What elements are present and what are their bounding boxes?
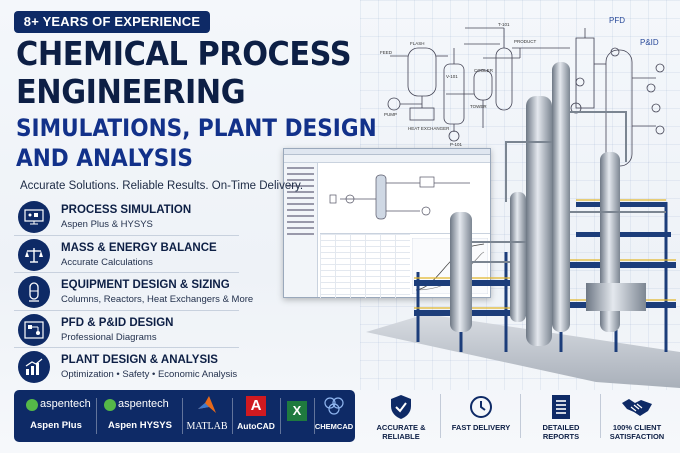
divider [440, 394, 441, 438]
p101-label: P-101 [450, 142, 463, 147]
pid-label: P&ID [640, 38, 659, 47]
heat-exchanger-label: HEAT EXCHANGER [408, 126, 450, 131]
monitor-flowsheet-icon [18, 201, 50, 233]
aspentech-logo-icon [26, 399, 38, 411]
subheadline-line-1: SIMULATIONS, PLANT DESIGN [16, 114, 377, 142]
experience-badge: 8+ YEARS OF EXPERIENCE [14, 11, 210, 33]
feature-label: ACCURATE &RELIABLE [362, 423, 440, 441]
tool-excel: X [282, 390, 312, 442]
aspentech-logo-icon [104, 399, 116, 411]
feature-label: FAST DELIVERY [442, 423, 520, 432]
headline-line-1: CHEMICAL PROCESS [16, 34, 352, 73]
chemcad-icon [324, 397, 344, 415]
divider [280, 398, 281, 434]
divider [520, 394, 521, 438]
tool-aspen-hysys: aspentech Aspen HYSYS [100, 390, 180, 442]
feature-line-2: SATISFACTION [609, 432, 665, 441]
tagline: Accurate Solutions. Reliable Results. On… [20, 180, 304, 192]
feature-line-1: ACCURATE & [376, 423, 426, 432]
tool-logo-text: aspentech [118, 398, 169, 410]
feature-line-2: REPORTS [542, 432, 580, 441]
v101-label: V-101 [446, 74, 458, 79]
tool-label: AutoCAD [237, 421, 275, 431]
flash-label: FLASH [410, 41, 425, 46]
handshake-icon [622, 399, 652, 416]
excel-icon: X [287, 401, 307, 421]
tool-logo-text: aspentech [40, 398, 91, 410]
tool-label: CHEMCAD [314, 422, 354, 431]
tool-logo-text: MATLAB [186, 421, 228, 432]
service-title: EQUIPMENT DESIGN & SIZING [61, 279, 230, 291]
service-item: PROCESS SIMULATION Aspen Plus & HYSYS [14, 198, 239, 236]
report-icon [552, 395, 570, 419]
bar-chart-icon [18, 351, 50, 383]
service-title: PFD & P&ID DESIGN [61, 316, 174, 329]
tool-label: Aspen Plus [30, 420, 82, 431]
tool-autocad: A AutoCAD [234, 390, 278, 442]
service-subtitle: Aspen Plus & HYSYS [61, 219, 153, 230]
tower-label: TOWER [470, 104, 487, 109]
services-list: PROCESS SIMULATION Aspen Plus & HYSYS MA… [14, 198, 253, 386]
shield-check-icon [391, 395, 411, 419]
feature-item: ACCURATE &RELIABLE [362, 390, 440, 442]
feature-badges: ACCURATE &RELIABLE FAST DELIVERY DETAILE… [362, 390, 674, 442]
service-title: MASS & ENERGY BALANCE [61, 241, 217, 254]
headline-line-2: ENGINEERING [16, 72, 246, 111]
service-item: PFD & P&ID DESIGN Professional Diagrams [14, 311, 239, 348]
software-toolbar: aspentech Aspen Plus aspentech Aspen HYS… [14, 390, 355, 442]
chemical-plant-illustration [366, 62, 680, 388]
subheadline-line-2: AND ANALYSIS [16, 144, 193, 172]
divider [314, 398, 315, 434]
feature-line-2: RELIABLE [382, 432, 420, 441]
pfd-label: PFD [609, 16, 625, 25]
cooler-label: COOLER [474, 68, 494, 73]
divider [232, 398, 233, 434]
balance-scale-icon [18, 238, 50, 271]
feed-label: FEED [380, 50, 393, 55]
service-subtitle: Accurate Calculations [61, 256, 153, 268]
tool-aspen-plus: aspentech Aspen Plus [20, 390, 92, 442]
pump-label: PUMP [384, 112, 397, 117]
service-title: PLANT DESIGN & ANALYSIS [61, 354, 218, 366]
service-item: EQUIPMENT DESIGN & SIZING Columns, React… [14, 273, 253, 311]
tool-label: Aspen HYSYS [108, 420, 172, 431]
matlab-icon [198, 396, 216, 413]
feature-line-1: DETAILED [542, 423, 580, 432]
service-subtitle: Columns, Reactors, Heat Exchangers & Mor… [61, 294, 254, 305]
pfd-diagram: FEED FLASH PRODUCT PUMP HEAT EXCHANGER T… [380, 22, 665, 167]
diagram-icon [18, 313, 50, 346]
feature-line-1: FAST DELIVERY [451, 423, 511, 432]
divider [182, 398, 183, 434]
feature-line-1: 100% CLIENT [612, 423, 662, 432]
vessel-icon [18, 276, 50, 308]
service-title: PROCESS SIMULATION [61, 204, 192, 216]
service-item: MASS & ENERGY BALANCE Accurate Calculati… [14, 236, 239, 273]
divider [96, 398, 97, 434]
tool-chemcad: CHEMCAD [314, 390, 354, 442]
t101-label: T-101 [498, 22, 510, 27]
product-label: PRODUCT [514, 39, 537, 44]
clock-icon [470, 396, 492, 418]
feature-item: FAST DELIVERY [442, 390, 520, 442]
divider [600, 394, 601, 438]
service-item: PLANT DESIGN & ANALYSIS Optimization • S… [14, 348, 239, 386]
tool-matlab: MATLAB [184, 390, 230, 442]
autocad-icon: A [246, 396, 266, 416]
service-subtitle: Professional Diagrams [61, 331, 157, 343]
service-subtitle: Optimization • Safety • Economic Analysi… [61, 369, 238, 380]
